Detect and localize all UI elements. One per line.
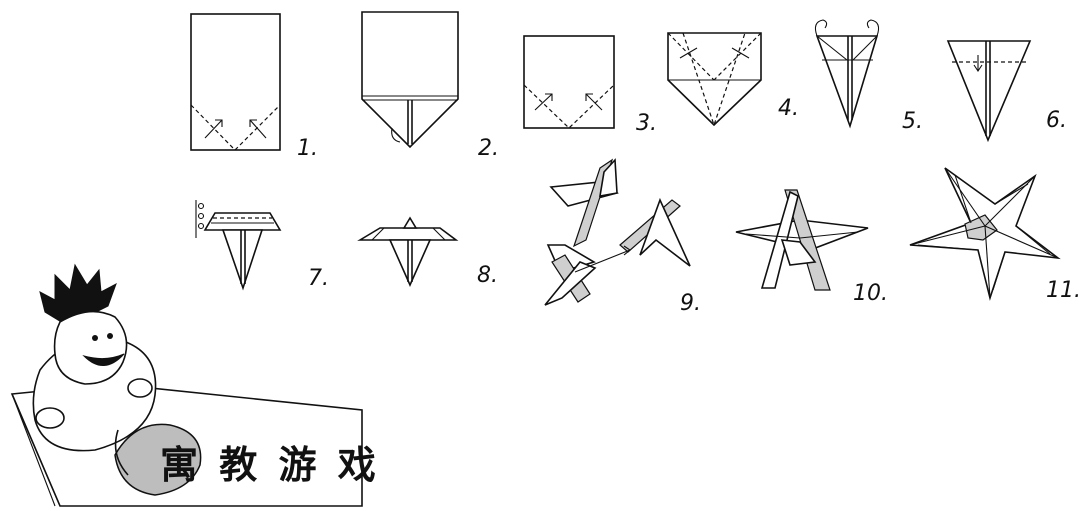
step-2-figure bbox=[362, 12, 458, 147]
step-7-label: 7. bbox=[308, 266, 329, 291]
step-1-figure bbox=[191, 14, 280, 150]
step-9-label: 9. bbox=[680, 291, 701, 316]
step-8-label: 8. bbox=[477, 263, 498, 288]
banner-title: 寓 教 游 戏 bbox=[160, 442, 380, 487]
step-3-figure bbox=[524, 36, 614, 128]
step-11-figure bbox=[910, 168, 1058, 298]
step-1-label: 1. bbox=[297, 136, 318, 161]
step-6-label: 6. bbox=[1046, 108, 1067, 133]
step-10-figure bbox=[736, 190, 868, 290]
step-9-figure bbox=[545, 160, 690, 305]
step-6-figure bbox=[948, 41, 1030, 140]
step-2-label: 2. bbox=[478, 136, 499, 161]
step-4-figure bbox=[668, 33, 761, 125]
step-4-label: 4. bbox=[778, 96, 799, 121]
step-3-label: 3. bbox=[636, 111, 657, 136]
step-10-label: 10. bbox=[853, 281, 888, 306]
step-7-figure bbox=[196, 200, 280, 288]
step-5-label: 5. bbox=[902, 109, 923, 134]
step-8-figure bbox=[360, 218, 456, 285]
step-11-label: 11. bbox=[1046, 278, 1081, 303]
step-5-figure bbox=[815, 20, 878, 126]
